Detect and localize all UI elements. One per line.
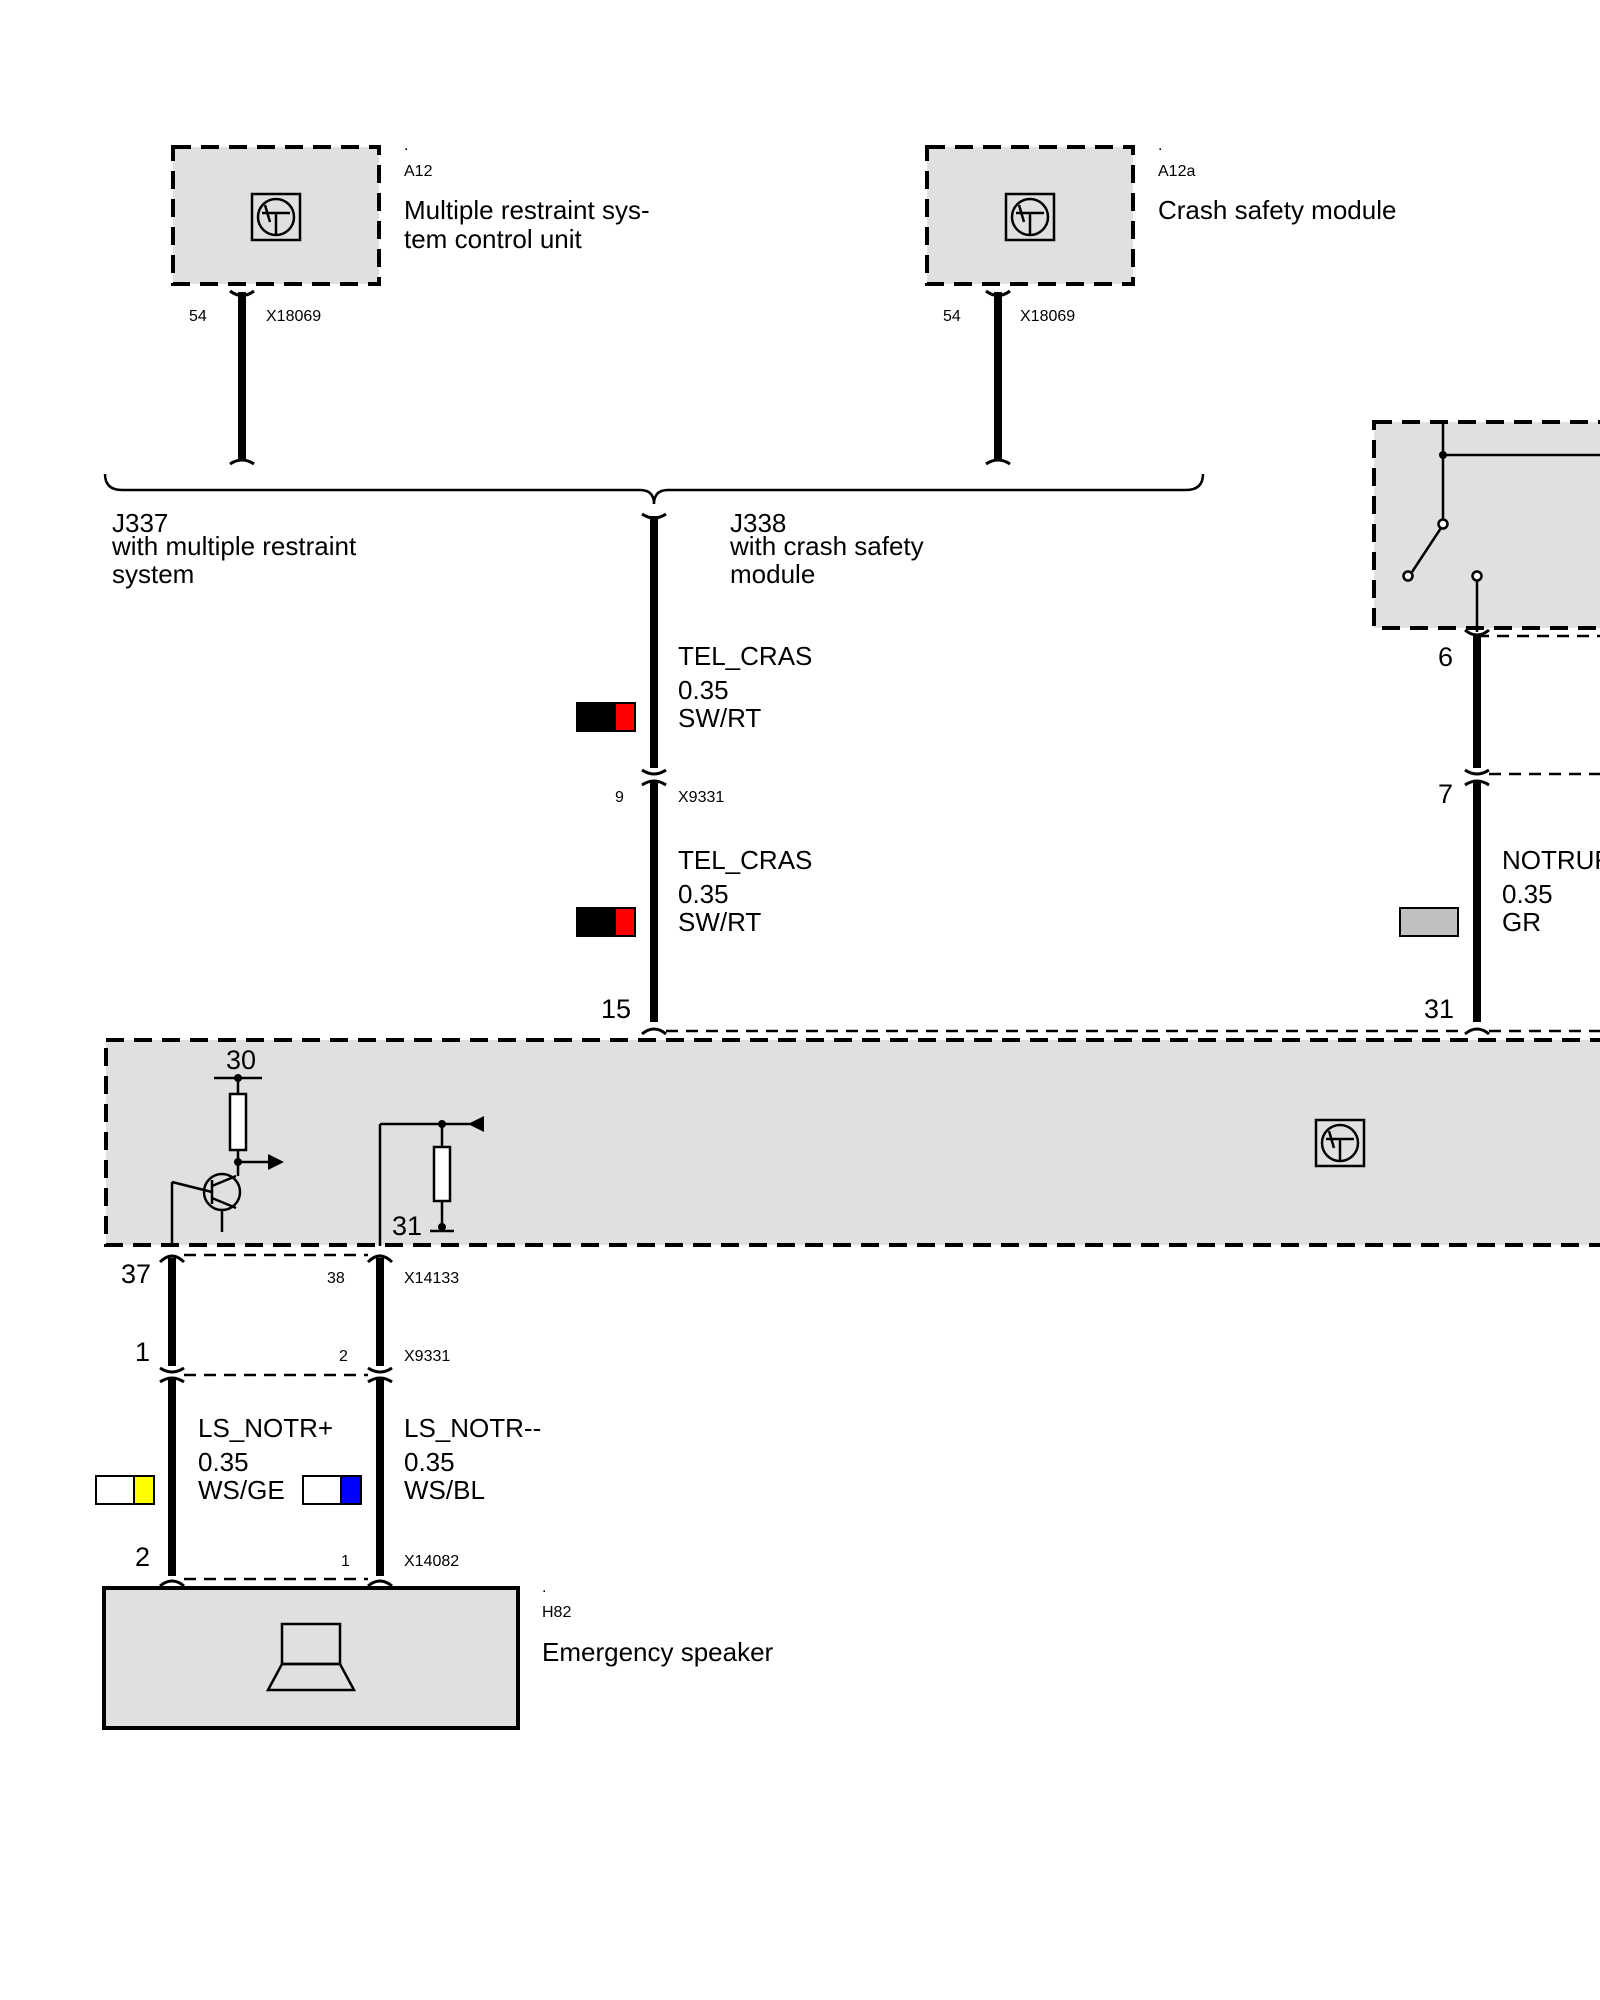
x9331-bottom-connector: X9331 [404,1348,450,1365]
resistor-icon [214,1074,262,1176]
switch-icon [1402,422,1600,632]
h82-id: H82 [542,1604,571,1621]
j337-line2: system [112,559,194,589]
a12a-id: A12a [1158,163,1195,180]
x14082-connector: X14082 [404,1553,459,1570]
a12-id: A12 [404,163,433,180]
ground-icon [430,1223,454,1233]
x9331-top-connector: X9331 [678,789,724,806]
relay-pin-7-cap-b [1464,779,1490,787]
x14133-pin-left: 37 [121,1259,151,1289]
x9331-bottom-right-cap-a [367,1366,393,1374]
j338-line2: module [730,559,815,589]
tel-cras-upper-size: 0.35 [678,675,729,705]
speaker-icon [265,1622,357,1692]
a12a-connector: X18069 [1020,308,1075,325]
tel-cras-lower-color-swatch [576,907,636,937]
x14133-pin-right: 38 [327,1270,345,1287]
arrow-left-icon [468,1116,484,1132]
ls-plus-color: WS/GE [198,1475,285,1505]
ls-minus-size: 0.35 [404,1447,455,1477]
ls-minus-signal: LS_NOTR-- [404,1413,541,1443]
arrow-right-icon [268,1154,284,1170]
ls-minus-color: WS/BL [404,1475,485,1505]
x14133-right-cap [366,1254,394,1264]
internal-pin-30: 30 [226,1045,256,1075]
x9331-top-cap-b [641,779,667,787]
x14082-right-cap [367,1579,393,1588]
ls-plus-signal: LS_NOTR+ [198,1413,333,1443]
main-pin-15-cap [641,1027,667,1036]
a12a-dot: . [1158,137,1162,154]
control-unit-icon [1314,1118,1366,1168]
x9331-top-pin: 9 [615,789,624,806]
notruf-color: GR [1502,907,1541,937]
internal-pin-31: 31 [392,1211,422,1241]
component-a12a[interactable] [925,145,1135,286]
h82-dot: . [542,1579,546,1596]
tel-cras-lower-color: SW/RT [678,907,761,937]
ls-plus-color-swatch [95,1475,155,1505]
control-unit-icon [250,192,302,242]
relay-pin-7: 7 [1438,779,1453,809]
notruf-size: 0.35 [1502,879,1553,909]
tel-cras-upper-color: SW/RT [678,703,761,733]
ls-minus-color-swatch [302,1475,362,1505]
relay-pin-6: 6 [1438,642,1453,672]
j338-line1: with crash safety [729,531,924,561]
j337-line1: with multiple restraint [111,531,357,561]
a12-name-line1: Multiple restraint sys- [404,195,650,225]
a12a-pin: 54 [943,308,961,325]
component-a12[interactable] [171,145,381,286]
x9331-top-cap-a [641,768,667,776]
x14082-pin-left: 2 [135,1542,150,1572]
a12-name-line2: tem control unit [404,224,583,254]
h82-name: Emergency speaker [542,1637,774,1667]
control-unit-icon [1004,192,1056,242]
relay-pin-6-cap [1464,628,1490,637]
a12a-name: Crash safety module [1158,195,1396,225]
component-h82[interactable] [102,1586,520,1730]
main-pin-15: 15 [601,994,631,1024]
x14082-left-cap [159,1579,185,1588]
resistor-icon [432,1124,452,1227]
a12a-wire-end [985,458,1011,466]
relay-pin-7-cap-a [1464,768,1490,776]
x14082-pin-right: 1 [341,1553,350,1570]
transistor-icon [171,1172,242,1232]
tel-cras-upper-signal: TEL_CRAS [678,641,812,671]
j337-id: J337 [112,508,168,538]
a12-pin: 54 [189,308,207,325]
relay-box[interactable] [1372,420,1600,632]
notruf-signal: NOTRUF [1502,845,1600,875]
tel-cras-lower-size: 0.35 [678,879,729,909]
notruf-color-swatch [1399,907,1459,937]
variant-brace [103,473,1205,505]
a12-wire-end [229,458,255,466]
x9331-bottom-pin-left: 1 [135,1337,150,1367]
x14133-connector: X14133 [404,1270,459,1287]
a12-dot: . [404,137,408,154]
main-pin-31: 31 [1424,994,1454,1024]
x9331-bottom-left-cap-a [159,1366,185,1374]
main-pin-31-cap [1464,1027,1490,1036]
ls-plus-size: 0.35 [198,1447,249,1477]
x9331-bottom-pin-right: 2 [339,1348,348,1365]
a12-connector: X18069 [266,308,321,325]
x14133-left-cap [158,1254,186,1264]
main-control-unit[interactable] [104,1038,1600,1247]
tel-cras-lower-signal: TEL_CRAS [678,845,812,875]
tel-cras-upper-color-swatch [576,702,636,732]
j338-id: J338 [730,508,786,538]
